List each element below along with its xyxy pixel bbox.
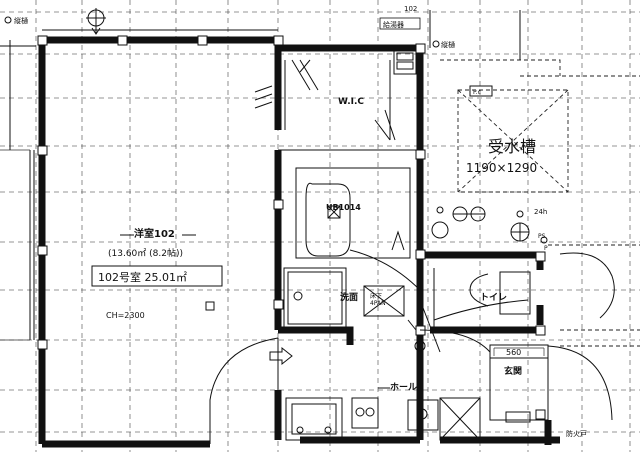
drain-label-left: 縦樋 xyxy=(14,16,28,25)
h24-label: 24h xyxy=(534,208,547,216)
toilet-label: トイレ xyxy=(480,292,507,303)
toilet-fixture xyxy=(433,268,531,330)
drain-symbols xyxy=(4,8,548,352)
wm-pan-line2: 4PAN xyxy=(370,300,386,307)
washroom-label: 洗面 xyxy=(340,291,358,303)
tank-mark: P.c xyxy=(473,89,481,96)
hall-label: ホール xyxy=(390,382,417,393)
unit-area: 102号室 25.01㎡ xyxy=(98,270,187,284)
wic-label: W.I.C xyxy=(338,97,364,107)
drain-label-right: 縦樋 xyxy=(441,40,455,49)
ext-lines xyxy=(429,10,640,347)
room-name: 洋室102 xyxy=(134,227,175,240)
dim-102: 102 xyxy=(404,5,417,13)
bath-label: UB1014 xyxy=(326,203,361,212)
labels: 縦樋 縦樋 給湯器 102 W.I.C P.c 受水槽 1190×1290 UB… xyxy=(14,5,587,438)
entrance-label: 玄関 xyxy=(504,365,522,377)
kitchen-counter xyxy=(285,397,481,441)
door-swings xyxy=(209,249,615,444)
bathtub xyxy=(295,167,411,259)
room-area-sub: (13.60㎡ (8.2帖)) xyxy=(108,247,183,259)
tank-size: 1190×1290 xyxy=(466,161,537,175)
wm-pan-line1: 床下 xyxy=(370,292,382,300)
fire-door-label: 防火戸 xyxy=(566,429,587,438)
ceiling-height: CH=2300 xyxy=(106,311,145,320)
ps-label: PS xyxy=(538,233,546,240)
wall-ticks xyxy=(37,35,546,420)
tank-title: 受水槽 xyxy=(488,137,536,156)
p-label: P xyxy=(544,245,548,252)
left-window xyxy=(0,40,35,341)
entry-arrow-icon xyxy=(269,346,293,366)
walls xyxy=(38,36,560,448)
entrance-area xyxy=(489,344,549,423)
wic-closet xyxy=(254,49,420,151)
water-heater-label: 給湯器 xyxy=(383,20,404,29)
top-rail xyxy=(0,29,278,47)
water-tank xyxy=(457,85,569,193)
wm-pan-label: 床下 4PAN xyxy=(370,292,386,307)
washroom-fixtures xyxy=(283,267,417,331)
dim-560: 560 xyxy=(506,348,521,357)
